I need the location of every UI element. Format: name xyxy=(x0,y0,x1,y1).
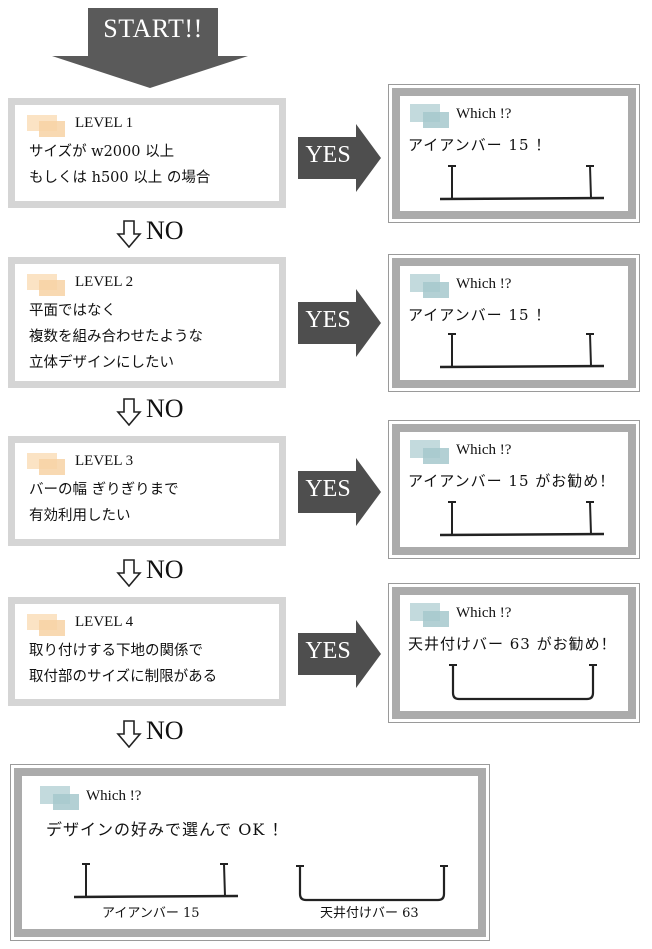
yes-arrow-1-head xyxy=(356,124,381,192)
result-text: 天井付けバー 63 がお勧め！ xyxy=(408,635,617,653)
no-arrow-2: NO xyxy=(116,394,226,428)
question-line: もしくは h500 以上 の場合 xyxy=(29,170,211,186)
no-label: NO xyxy=(146,716,184,745)
result-1-box: Which !? アイアンバー 15 ！ xyxy=(388,84,640,223)
teal-square-icon xyxy=(423,448,449,464)
question-line: 複数を組み合わせたような xyxy=(29,329,203,345)
level-1-box: LEVEL 1 サイズが w2000 以上 もしくは h500 以上 の場合 xyxy=(8,98,286,208)
result-inner: Which !? アイアンバー 15 ！ xyxy=(392,258,636,388)
level-question: 平面ではなく 複数を組み合わせたような 立体デザインにしたい xyxy=(29,298,203,376)
result-text: アイアンバー 15 ！ xyxy=(408,136,552,154)
ceiling-bar-63-icon xyxy=(449,664,597,701)
question-line: 有効利用したい xyxy=(29,508,131,524)
yes-label: YES xyxy=(305,142,351,168)
yes-arrow-3-body xyxy=(298,471,358,513)
result-text: アイアンバー 15 ！ xyxy=(408,306,552,324)
down-arrow-outline-icon xyxy=(116,220,142,248)
down-arrow-outline-icon xyxy=(116,720,142,748)
level-title: LEVEL 4 xyxy=(75,614,134,630)
result-inner: Which !? アイアンバー 15 ！ xyxy=(392,88,636,219)
orange-square-icon xyxy=(39,121,65,137)
which-title: Which !? xyxy=(86,788,142,804)
level-title: LEVEL 2 xyxy=(75,274,134,290)
start-arrow-body xyxy=(88,8,218,56)
no-label: NO xyxy=(146,394,184,423)
start-label: START!! xyxy=(103,14,203,43)
yes-label: YES xyxy=(305,638,351,664)
iron-bar-15-icon xyxy=(74,863,239,899)
teal-square-icon xyxy=(53,794,79,810)
no-arrow-1: NO xyxy=(116,216,226,250)
question-line: 平面ではなく xyxy=(29,303,116,319)
option-caption: アイアンバー 15 xyxy=(102,906,200,921)
level-title: LEVEL 1 xyxy=(75,115,134,131)
no-label: NO xyxy=(146,216,184,245)
yes-arrow-3-head xyxy=(356,458,381,526)
no-label: NO xyxy=(146,555,184,584)
result-4-box: Which !? 天井付けバー 63 がお勧め！ xyxy=(388,583,640,723)
yes-arrow-2-head xyxy=(356,289,381,357)
option-caption: 天井付けバー 63 xyxy=(320,906,419,921)
question-line: サイズが w2000 以上 xyxy=(29,144,175,160)
result-3-box: Which !? アイアンバー 15 がお勧め！ xyxy=(388,420,640,559)
yes-arrow-1-body xyxy=(298,137,358,179)
level-question: サイズが w2000 以上 もしくは h500 以上 の場合 xyxy=(29,139,210,191)
result-inner: Which !? アイアンバー 15 がお勧め！ xyxy=(392,424,636,555)
iron-bar-15-icon xyxy=(440,333,605,369)
final-text: デザインの好みで選んで OK ！ xyxy=(46,820,289,839)
result-inner: Which !? 天井付けバー 63 がお勧め！ xyxy=(392,587,636,719)
result-2-box: Which !? アイアンバー 15 ！ xyxy=(388,254,640,392)
ceiling-bar-63-icon xyxy=(296,865,448,902)
yes-arrow-4-head xyxy=(356,620,381,688)
which-title: Which !? xyxy=(456,605,512,621)
which-title: Which !? xyxy=(456,276,512,292)
orange-square-icon xyxy=(39,620,65,636)
level-2-box: LEVEL 2 平面ではなく 複数を組み合わせたような 立体デザインにしたい xyxy=(8,257,286,388)
orange-square-icon xyxy=(39,280,65,296)
no-arrow-3: NO xyxy=(116,555,226,589)
final-box: Which !? デザインの好みで選んで OK ！ アイアンバー 15 天井付け… xyxy=(10,764,490,941)
iron-bar-15-icon xyxy=(440,165,605,201)
question-line: 立体デザインにしたい xyxy=(29,355,174,371)
start-arrow-head xyxy=(52,56,248,88)
final-inner: Which !? デザインの好みで選んで OK ！ アイアンバー 15 天井付け… xyxy=(14,768,486,937)
teal-square-icon xyxy=(423,611,449,627)
down-arrow-outline-icon xyxy=(116,559,142,587)
teal-square-icon xyxy=(423,282,449,298)
yes-arrow-4-body xyxy=(298,633,358,675)
question-line: 取付部のサイズに制限がある xyxy=(29,669,218,685)
yes-label: YES xyxy=(305,476,351,502)
teal-square-icon xyxy=(423,112,449,128)
iron-bar-15-icon xyxy=(440,501,605,537)
down-arrow-outline-icon xyxy=(116,398,142,426)
level-title: LEVEL 3 xyxy=(75,453,134,469)
no-arrow-4: NO xyxy=(116,716,226,750)
level-question: 取り付けする下地の関係で 取付部のサイズに制限がある xyxy=(29,638,217,690)
level-question: バーの幅 ぎりぎりまで 有効利用したい xyxy=(29,477,179,529)
orange-square-icon xyxy=(39,459,65,475)
question-line: 取り付けする下地の関係で xyxy=(29,643,203,659)
result-text: アイアンバー 15 がお勧め！ xyxy=(408,472,616,490)
which-title: Which !? xyxy=(456,106,512,122)
yes-arrow-2-body xyxy=(298,302,358,344)
level-3-box: LEVEL 3 バーの幅 ぎりぎりまで 有効利用したい xyxy=(8,436,286,546)
question-line: バーの幅 ぎりぎりまで xyxy=(29,482,179,498)
which-title: Which !? xyxy=(456,442,512,458)
yes-label: YES xyxy=(305,307,351,333)
level-4-box: LEVEL 4 取り付けする下地の関係で 取付部のサイズに制限がある xyxy=(8,597,286,706)
